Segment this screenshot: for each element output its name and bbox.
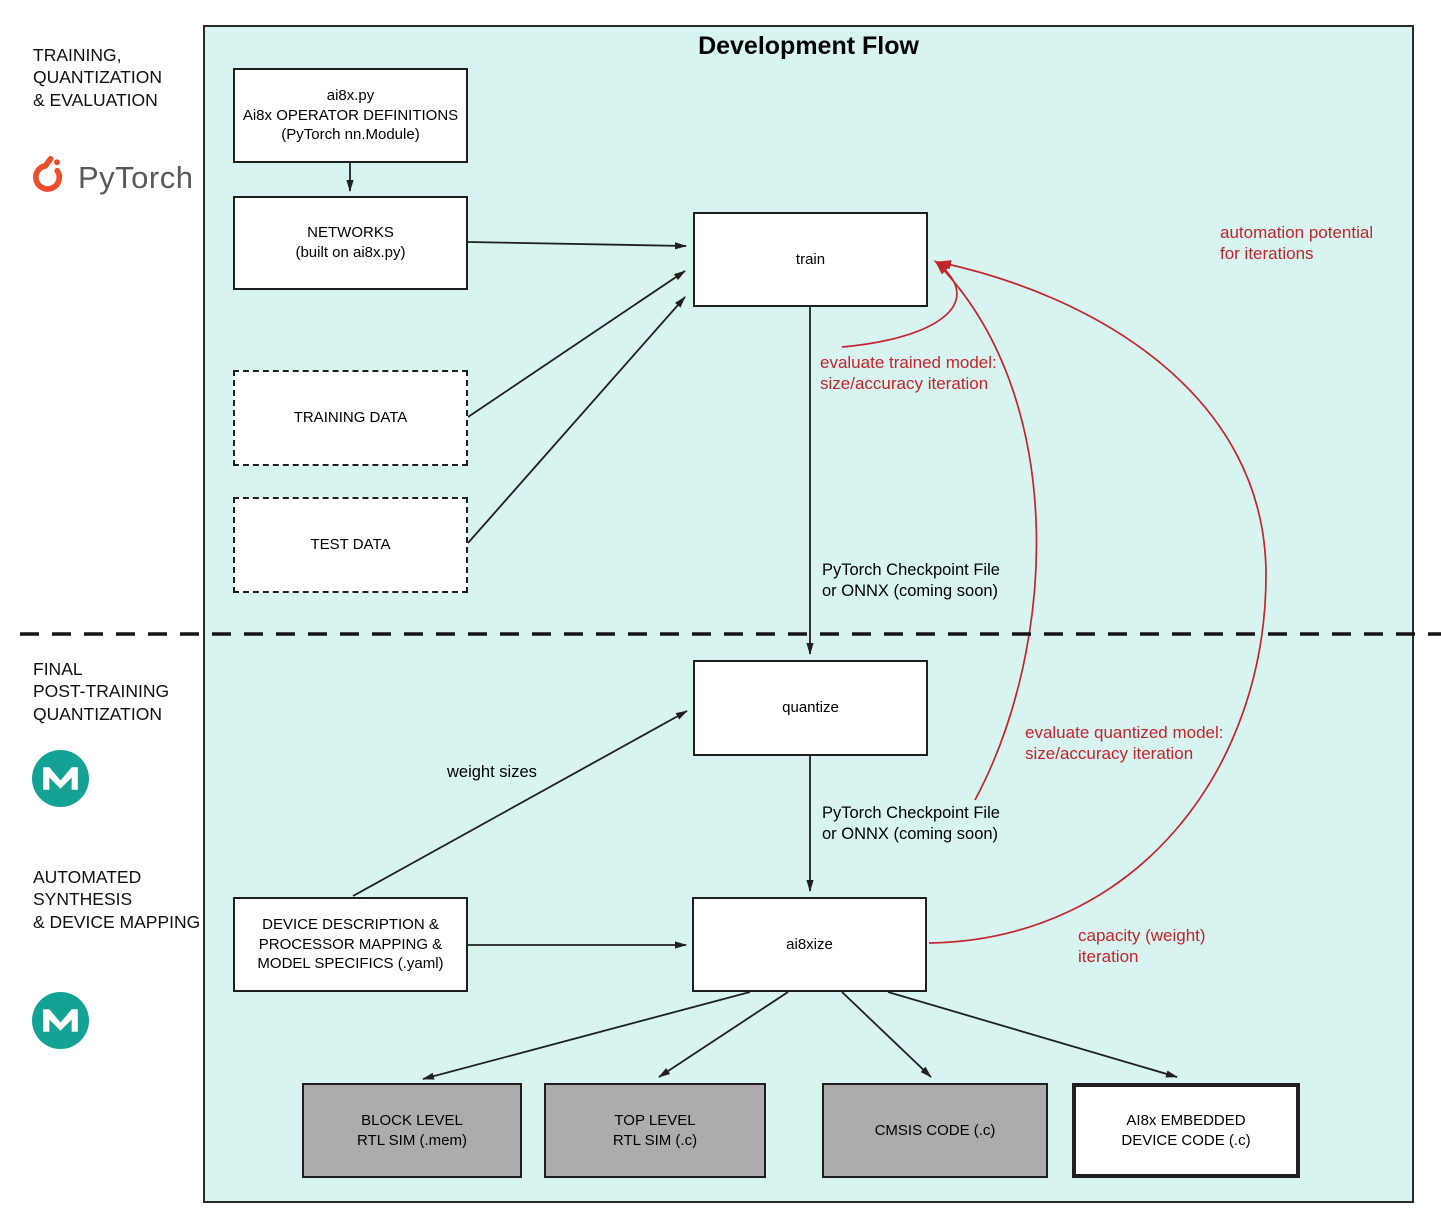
label-pytorch-checkpoint-top: PyTorch Checkpoint File or ONNX (coming … (822, 561, 1000, 600)
node-block-level-rtl-sim: BLOCK LEVEL RTL SIM (.mem) (302, 1083, 522, 1178)
pytorch-logo: PyTorch (28, 152, 193, 203)
section-label-training-quantization-evaluation: TRAINING, QUANTIZATION & EVALUATION (33, 45, 162, 110)
section-label-final-post-training-quantization: FINAL POST-TRAINING QUANTIZATION (33, 659, 170, 724)
node-train: train (693, 212, 928, 307)
node-quantize: quantize (693, 660, 928, 756)
section-label-automated-synthesis-device-mapping: AUTOMATED SYNTHESIS & DEVICE MAPPING (33, 867, 201, 932)
node-ai8x-embedded-device-code: AI8x EMBEDDED DEVICE CODE (.c) (1072, 1083, 1300, 1178)
node-cmsis-code: CMSIS CODE (.c) (822, 1083, 1048, 1178)
pytorch-flame-icon (28, 152, 70, 203)
node-top-level-rtl-sim: TOP LEVEL RTL SIM (.c) (544, 1083, 766, 1178)
label-pytorch-checkpoint-bottom: PyTorch Checkpoint File or ONNX (coming … (822, 804, 1000, 843)
node-ai8x-operator-definitions: ai8x.py Ai8x OPERATOR DEFINITIONS (PyTor… (233, 68, 468, 163)
annotation-evaluate-trained: evaluate trained model: size/accuracy it… (820, 353, 997, 394)
annotation-automation-potential: automation potential for iterations (1220, 223, 1374, 264)
pytorch-wordmark: PyTorch (78, 159, 194, 195)
annotation-evaluate-quantized: evaluate quantized model: size/accuracy … (1025, 723, 1224, 764)
node-device-description: DEVICE DESCRIPTION & PROCESSOR MAPPING &… (233, 897, 468, 992)
node-training-data: TRAINING DATA (233, 370, 468, 466)
annotation-capacity-iteration: capacity (weight) iteration (1078, 926, 1206, 967)
maxim-logo-icon (32, 992, 89, 1049)
node-ai8xize: ai8xize (692, 897, 927, 992)
node-test-data: TEST DATA (233, 497, 468, 593)
label-weight-sizes: weight sizes (447, 763, 537, 781)
node-networks: NETWORKS (built on ai8x.py) (233, 196, 468, 290)
maxim-logo-icon (32, 750, 89, 807)
diagram-title: Development Flow (698, 32, 919, 60)
